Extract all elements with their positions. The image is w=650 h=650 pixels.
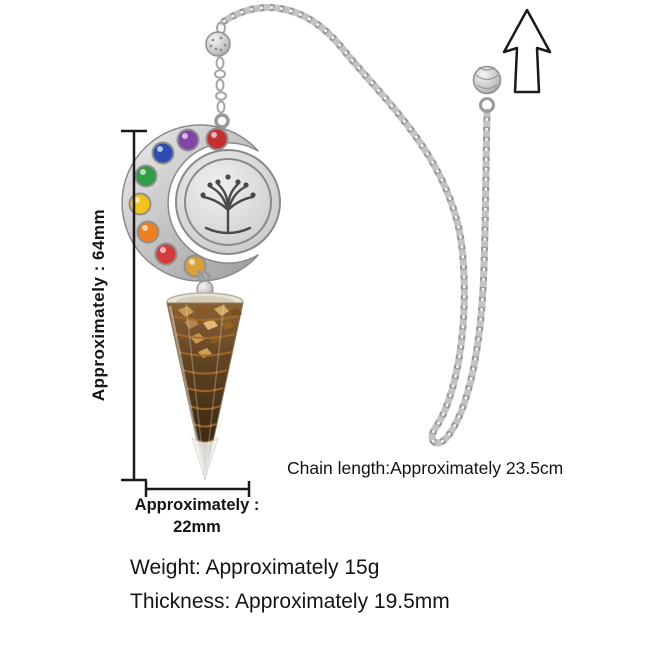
cone-clear-tip — [191, 436, 219, 481]
thickness-label: Thickness: Approximately 19.5mm — [130, 590, 450, 613]
crescent-moon — [121, 124, 259, 282]
chakra-bead — [128, 192, 152, 216]
cone-facets — [168, 303, 225, 479]
crescent-moon-pendant — [121, 113, 281, 282]
chain-length-label: Chain length:Approximately 23.5cm — [287, 458, 564, 478]
tree-of-life-branches — [201, 182, 255, 235]
short-chain — [214, 21, 227, 114]
chain — [219, 4, 502, 447]
chakra-bead — [205, 127, 229, 151]
width-label-line1: Approximately : — [134, 496, 260, 514]
width-label-line2: 22mm — [173, 518, 221, 537]
tree-of-life-medallion — [175, 149, 281, 255]
chakra-bead — [136, 220, 160, 244]
chakra-bead — [154, 242, 178, 266]
bail-ring — [214, 113, 230, 129]
weight-label: Weight: Approximately 15g — [130, 556, 380, 579]
cone-pendant — [166, 269, 244, 481]
chain-end-ring — [479, 97, 495, 113]
width-dimension-line — [144, 481, 251, 497]
tree-of-life-leaves — [200, 174, 256, 198]
bead-highlights — [134, 132, 217, 265]
decorative-bead — [205, 31, 231, 57]
decorative-bead-texture — [209, 36, 227, 52]
width-label: Approximately : 22mm — [135, 494, 260, 539]
height-label: Approximately : 64mm — [89, 208, 108, 402]
height-dimension-line — [121, 129, 147, 482]
chakra-bead — [151, 141, 175, 165]
chakra-bead — [134, 164, 158, 188]
chakra-bead — [176, 128, 200, 152]
up-arrow-icon — [502, 8, 552, 94]
